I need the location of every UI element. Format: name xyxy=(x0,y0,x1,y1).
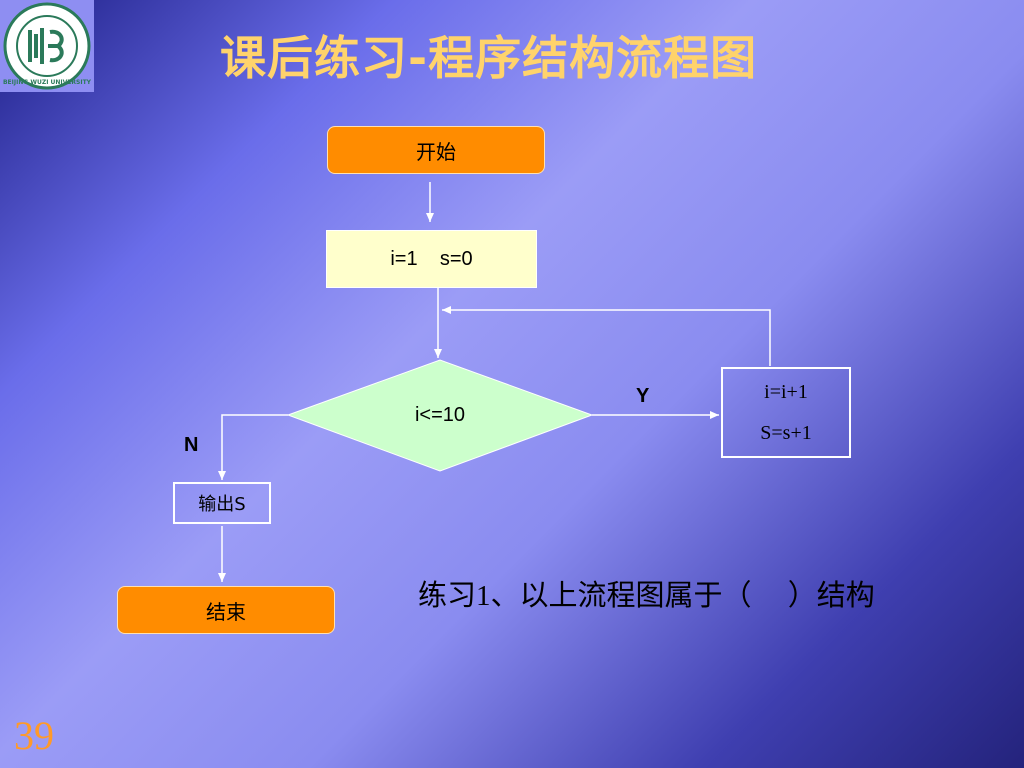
output-node: 输出S xyxy=(173,482,271,524)
decision-label: i<=10 xyxy=(414,403,466,426)
end-node: 结束 xyxy=(117,586,335,634)
output-label: 输出S xyxy=(198,494,246,515)
decision-diamond xyxy=(286,359,594,472)
yes-label: Y xyxy=(636,385,650,407)
page-number: 39 xyxy=(14,713,54,758)
loop-update-node: i=i+1 S=s+1 xyxy=(721,367,851,458)
logo-text: BEIJING WUZI UNIVERSITY xyxy=(3,79,92,86)
slide-title: 课后练习-程序结构流程图 xyxy=(220,31,758,85)
start-label: 开始 xyxy=(416,139,456,164)
start-node: 开始 xyxy=(327,126,545,174)
university-logo: BEIJING WUZI UNIVERSITY xyxy=(0,0,94,92)
exercise-question: 练习1、以上流程图属于（ ）结构 xyxy=(418,580,875,612)
arrow-loop-back xyxy=(442,306,771,366)
arrow-no-to-output xyxy=(218,414,288,480)
init-node: i=1 s=0 xyxy=(326,230,537,288)
end-label: 结束 xyxy=(206,599,246,624)
no-label: N xyxy=(184,434,199,456)
university-seal-icon: BEIJING WUZI UNIVERSITY xyxy=(3,2,92,90)
loop-line-1: i=i+1 xyxy=(764,380,808,403)
init-label: i=1 s=0 xyxy=(390,247,473,270)
decision-node: i<=10 xyxy=(360,400,520,430)
loop-line-2: S=s+1 xyxy=(760,421,812,444)
